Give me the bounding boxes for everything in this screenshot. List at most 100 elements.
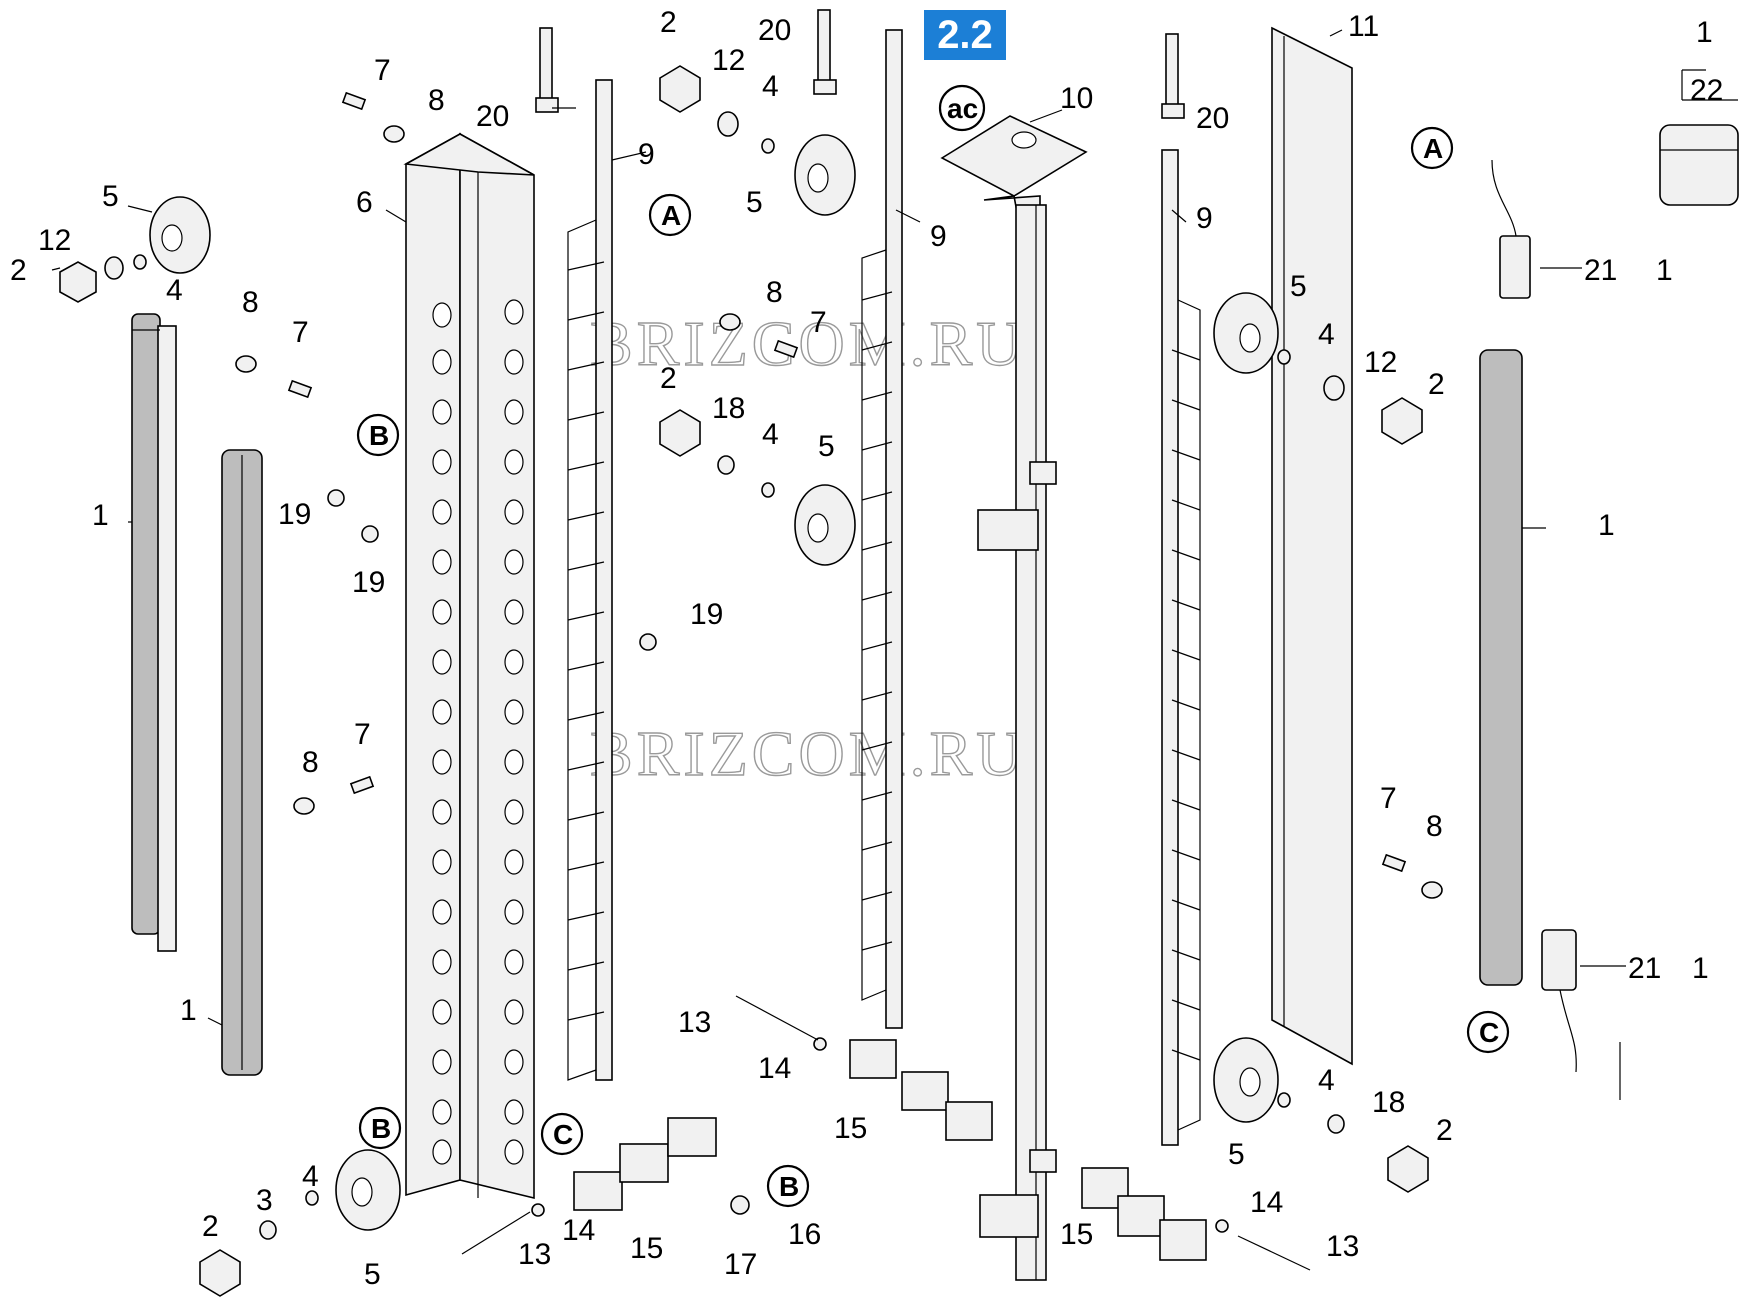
callout-labels: 1 1 1 1 1 1 2 2 2 2 2 2 3 4 4 4 4 4 4 5 … xyxy=(10,6,1723,1291)
svg-text:B: B xyxy=(371,1113,391,1144)
svg-text:ac: ac xyxy=(947,93,978,124)
callout-7-b: 7 xyxy=(810,306,827,339)
callout-15-a: 15 xyxy=(834,1112,867,1145)
clamp-blocks xyxy=(573,1039,1207,1261)
callout-5-c: 5 xyxy=(818,430,835,463)
rod-shaft-middle xyxy=(861,29,903,1029)
svg-text:A: A xyxy=(1423,133,1443,164)
callout-15-b: 15 xyxy=(630,1232,663,1265)
emitter-bar-right xyxy=(1479,349,1523,986)
callout-3: 3 xyxy=(256,1184,273,1217)
callout-20-b: 20 xyxy=(758,14,791,47)
callout-7-e: 7 xyxy=(1380,782,1397,815)
section-badge: 2.2 xyxy=(924,10,1006,60)
callout-6: 6 xyxy=(356,186,373,219)
sensor-module-bottom xyxy=(1541,929,1577,1073)
callout-7-c: 7 xyxy=(292,316,309,349)
callout-2-b: 2 xyxy=(660,6,677,39)
cover-plate-right xyxy=(1271,26,1353,1066)
callout-4-c: 4 xyxy=(762,418,779,451)
callout-7-a: 7 xyxy=(374,54,391,87)
reference-mark-B-1: B xyxy=(356,413,400,457)
rod-shaft-right xyxy=(1161,149,1201,1146)
callout-15-c: 15 xyxy=(1060,1218,1093,1251)
callout-21-a: 21 xyxy=(1584,254,1617,287)
callout-14-c: 14 xyxy=(1250,1186,1283,1219)
callout-19-c: 19 xyxy=(690,598,723,631)
reference-mark-ac: ac xyxy=(938,84,986,132)
callout-2-c: 2 xyxy=(660,362,677,395)
callout-8-e: 8 xyxy=(1426,810,1443,843)
central-post xyxy=(940,115,1088,1281)
callout-21-b: 21 xyxy=(1628,952,1661,985)
reference-mark-A-1: A xyxy=(648,193,692,237)
callout-14-b: 14 xyxy=(562,1214,595,1247)
rod-shaft-left xyxy=(567,79,613,1081)
callout-1-right-bar: 1 xyxy=(1598,509,1615,542)
callout-19-a: 19 xyxy=(278,498,311,531)
callout-1-left-bottom: 1 xyxy=(180,994,197,1027)
emitter-bar-left-outer xyxy=(131,313,177,952)
callout-13-c: 13 xyxy=(1326,1230,1359,1263)
callout-9-c: 9 xyxy=(1196,202,1213,235)
callout-18-a: 18 xyxy=(712,392,745,425)
callout-9-a: 9 xyxy=(638,138,655,171)
callout-2-a: 2 xyxy=(10,254,27,287)
emitter-bar-left-inner xyxy=(221,449,263,1076)
bolt-parts xyxy=(287,9,1407,1271)
disc-parts xyxy=(149,134,1279,1231)
callout-4-e: 4 xyxy=(1318,1064,1335,1097)
callout-4-d: 4 xyxy=(1318,318,1335,351)
callout-10: 10 xyxy=(1060,82,1093,115)
callout-9-b: 9 xyxy=(930,220,947,253)
callout-4-b: 4 xyxy=(762,70,779,103)
callout-5-a: 5 xyxy=(102,180,119,213)
washer-parts xyxy=(104,111,1443,1240)
callout-1-sensor-top: 1 xyxy=(1656,254,1673,287)
callout-7-d: 7 xyxy=(354,718,371,751)
callout-5-e: 5 xyxy=(1228,1138,1245,1171)
reference-mark-B-2: B xyxy=(358,1106,402,1150)
receiver-box xyxy=(1659,124,1739,206)
callout-2-f: 2 xyxy=(202,1210,219,1243)
callout-5-d: 5 xyxy=(1290,270,1307,303)
callout-5-f: 5 xyxy=(364,1258,381,1291)
callout-17: 17 xyxy=(724,1248,757,1281)
watermark-upper: BRIZCOM.RU xyxy=(590,308,1027,379)
callout-20-c: 20 xyxy=(1196,102,1229,135)
callout-leaders xyxy=(51,29,1738,1100)
callout-2-d: 2 xyxy=(1428,368,1445,401)
sensor-module-top xyxy=(1491,159,1531,299)
callout-12-a: 12 xyxy=(38,224,71,257)
callout-22: 22 xyxy=(1690,74,1723,107)
callout-1-receiver: 1 xyxy=(1696,16,1713,49)
callout-16: 16 xyxy=(788,1218,821,1251)
callout-12-b: 12 xyxy=(712,44,745,77)
frame-holes xyxy=(432,299,524,1165)
callout-18-b: 18 xyxy=(1372,1086,1405,1119)
callout-14-a: 14 xyxy=(758,1052,791,1085)
reference-mark-C-1: C xyxy=(540,1112,584,1156)
reference-mark-B-3: B xyxy=(766,1164,810,1208)
callout-8-b: 8 xyxy=(766,276,783,309)
callout-2-e: 2 xyxy=(1436,1114,1453,1147)
callout-5-b: 5 xyxy=(746,186,763,219)
svg-text:B: B xyxy=(369,420,389,451)
svg-text:C: C xyxy=(553,1119,573,1150)
reference-mark-A-2: A xyxy=(1410,126,1454,170)
watermark-lower: BRIZCOM.RU xyxy=(590,718,1027,789)
svg-text:B: B xyxy=(779,1171,799,1202)
callout-4-f: 4 xyxy=(302,1160,319,1193)
callout-19-b: 19 xyxy=(352,566,385,599)
callout-1-left-top: 1 xyxy=(92,499,109,532)
callout-1-sensor-bottom: 1 xyxy=(1692,952,1709,985)
callout-4-a: 4 xyxy=(166,274,183,307)
callout-11: 11 xyxy=(1348,10,1379,43)
callout-12-c: 12 xyxy=(1364,346,1397,379)
callout-13-a: 13 xyxy=(678,1006,711,1039)
callout-13-b: 13 xyxy=(518,1238,551,1271)
svg-text:C: C xyxy=(1479,1017,1499,1048)
svg-text:A: A xyxy=(661,200,681,231)
callout-8-a: 8 xyxy=(428,84,445,117)
